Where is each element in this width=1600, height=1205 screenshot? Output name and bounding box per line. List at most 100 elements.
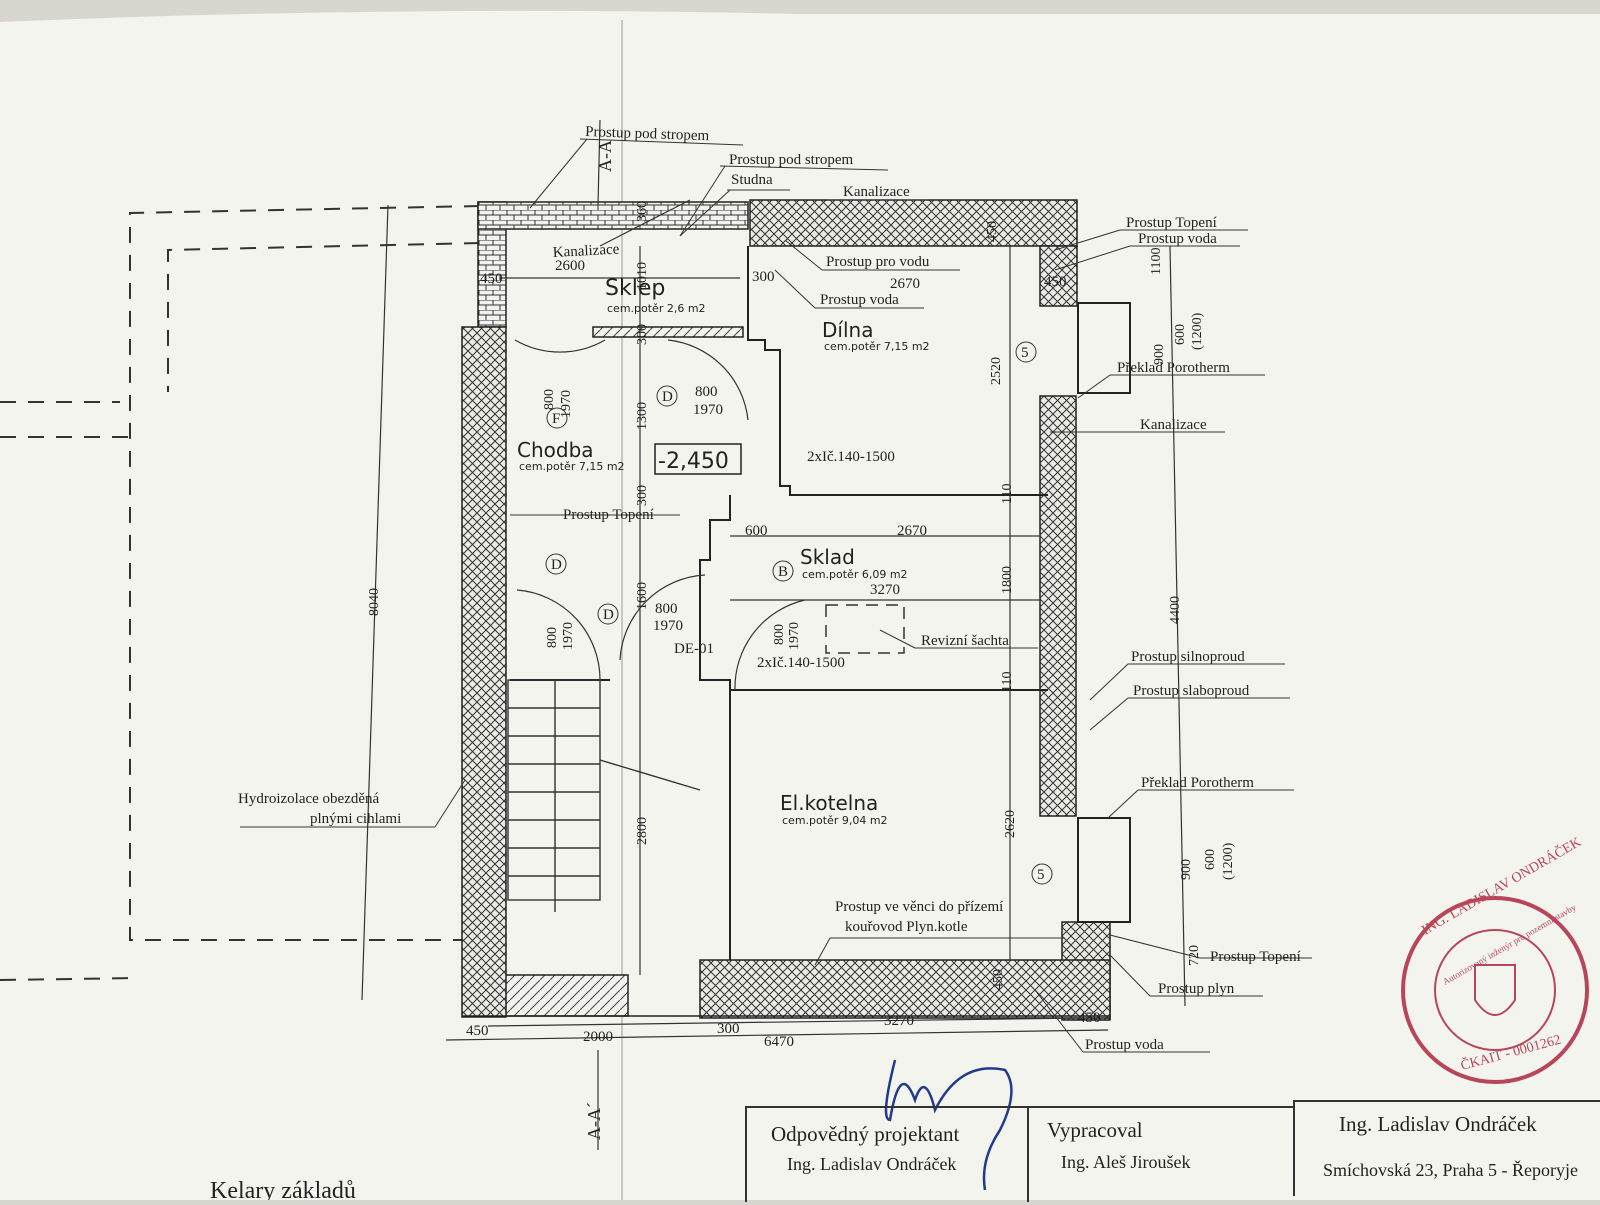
label-hydroizolace-1: Hydroizolace obezděná [238,791,380,807]
label-door-type: DE-01 [674,641,714,657]
door-tags: D F D D B 5 5 [545,341,1053,885]
title-firm-address: Smíchovská 23, Praha 5 - Řeporyje [1323,1160,1578,1180]
label-prostup-venci-1: Prostup ve věnci do přízemí [835,899,1003,915]
drawing-title-fragment: Kelary základů [210,1178,356,1200]
dim-2000: 2000 [583,1029,613,1045]
level-mark: -2,450 [658,449,729,474]
dim-1600: 1600 [635,582,650,610]
dim-800-v2: 800 [545,627,560,648]
dim-300-b: 300 [717,1021,740,1037]
door-tag-b: B [778,564,788,580]
dimension-values: 450 2600 300 2670 450 600 2670 3270 800 … [466,258,1101,1050]
room-name-sklad: Sklad [800,545,855,569]
dim-1100: 1100 [1149,248,1164,275]
room-floor-sklep: cem.potěr 2,6 m2 [607,302,706,315]
title-drawn-name: Ing. Aleš Jiroušek [1061,1152,1191,1172]
room-floor-elkotelna: cem.potěr 9,04 m2 [782,814,888,827]
dim-110-b: 110 [1000,672,1015,692]
label-prostup-pod-stropem-1: Prostup pod stropem [585,124,710,144]
label-prostup-slaboproud: Prostup slaboproud [1133,683,1250,699]
dim-2620: 2620 [1003,810,1018,838]
dim-300-top: 300 [752,269,775,285]
dim-450-vb: 450 [991,969,1006,990]
label-lintel-dilna: 2xIč.140-1500 [807,449,895,465]
section-mark-top: A-A [595,140,615,172]
dim-450-bl: 450 [466,1023,489,1039]
title-responsible-label: Odpovědný projektant [771,1122,960,1146]
label-prostup-pod-stropem-2: Prostup pod stropem [729,152,854,168]
dim-900-b: 900 [1179,859,1194,880]
leader-lines [240,138,1312,1053]
label-studna: Studna [731,172,773,188]
label-prostup-voda-bottom: Prostup voda [1085,1037,1164,1053]
title-block-firm: Ing. Ladislav Ondráček Smíchovská 23, Pr… [1293,1100,1600,1196]
dimension-values-vertical: 8040 360 1010 300 1300 300 1600 2800 450… [367,201,1236,990]
signature [884,1059,1013,1191]
dim-1010: 1010 [635,262,650,290]
dim-800-a: 800 [695,384,718,400]
revision-shaft [825,604,905,654]
label-prostup-voda-mid: Prostup voda [820,292,899,308]
dim-3270-b: 3270 [884,1013,914,1029]
label-revizni-sachta: Revizní šachta [921,633,1009,649]
label-hydroizolace-2: plnými cihlami [310,811,401,827]
staircase [507,679,701,912]
dim-1300: 1300 [635,402,650,430]
room-name-sklep: Sklep [605,276,665,301]
dim-300-v2: 300 [635,485,650,506]
label-prostup-plyn: Prostup plyn [1158,981,1235,997]
window-tag-5a: 5 [1021,345,1029,361]
dim-3270-sklad: 3270 [870,582,900,598]
dim-1970-v3: 1970 [787,622,802,650]
dim-2670-top: 2670 [890,276,920,292]
dim-4400: 4400 [1168,596,1183,624]
dim-600-a: 600 [1173,324,1188,345]
door-tag-d3: D [603,607,614,623]
door-swings [514,199,806,691]
label-prostup-topeni-top: Prostup Topení [1126,215,1217,231]
door-tag-d2: D [551,557,562,573]
label-prostup-pro-vodu: Prostup pro vodu [826,254,930,270]
dim-1970-b: 1970 [653,618,683,634]
dim-600: 600 [745,523,768,539]
dim-600-b: 600 [1203,849,1218,870]
label-prostup-topeni-bottom: Prostup Topení [1210,949,1301,965]
room-floor-dilna: cem.potěr 7,15 m2 [824,340,930,353]
label-preklad-porotherm-bottom: Překlad Porotherm [1141,775,1254,791]
label-prostup-venci-2: kouřovod Plyn.kotle [845,919,968,935]
label-prostup-topeni-chodba: Prostup Topení [563,507,654,523]
room-name-chodba: Chodba [517,438,594,462]
dim-8040: 8040 [367,588,382,616]
dim-110-a: 110 [1000,484,1015,504]
dim-1800: 1800 [1000,566,1015,594]
title-block-drawn: Vypracoval Ing. Aleš Jiroušek [1027,1106,1295,1202]
room-floor-sklad: cem.potěr 6,09 m2 [802,568,908,581]
title-drawn-label: Vypracoval [1047,1118,1143,1142]
dim-450-vt: 450 [985,221,1000,242]
dim-1200-b: (1200) [1221,842,1236,880]
section-mark-bottom: A-A´ [584,1102,604,1140]
dim-800-v1: 800 [542,389,557,410]
label-kanalizace-sklep: Kanalizace [552,242,620,261]
room-floor-chodba: cem.potěr 7,15 m2 [519,460,625,473]
title-block-responsible: Odpovědný projektant Ing. Ladislav Ondrá… [745,1106,1029,1202]
dim-2520: 2520 [989,357,1004,385]
dim-1970-v2: 1970 [561,622,576,650]
label-preklad-porotherm-top: Překlad Porotherm [1117,360,1230,376]
dim-900-a: 900 [1152,344,1167,365]
dim-800-v3: 800 [772,624,787,645]
title-responsible-name: Ing. Ladislav Ondráček [787,1154,957,1174]
dim-800-b: 800 [655,601,678,617]
dim-1200-a: (1200) [1190,312,1205,350]
dim-300-v1: 300 [635,324,650,345]
door-tag-f: F [552,411,560,427]
room-labels: Sklep cem.potěr 2,6 m2 Dílna cem.potěr 7… [517,276,930,827]
dim-2670-sklad: 2670 [897,523,927,539]
dim-2600: 2600 [555,258,585,274]
dim-360: 360 [635,201,650,222]
door-tag-d1: D [662,389,673,405]
label-lintel-sklad: 2xIč.140-1500 [757,655,845,671]
annotation-labels: Prostup pod stropem Prostup pod stropem … [238,124,1301,1053]
